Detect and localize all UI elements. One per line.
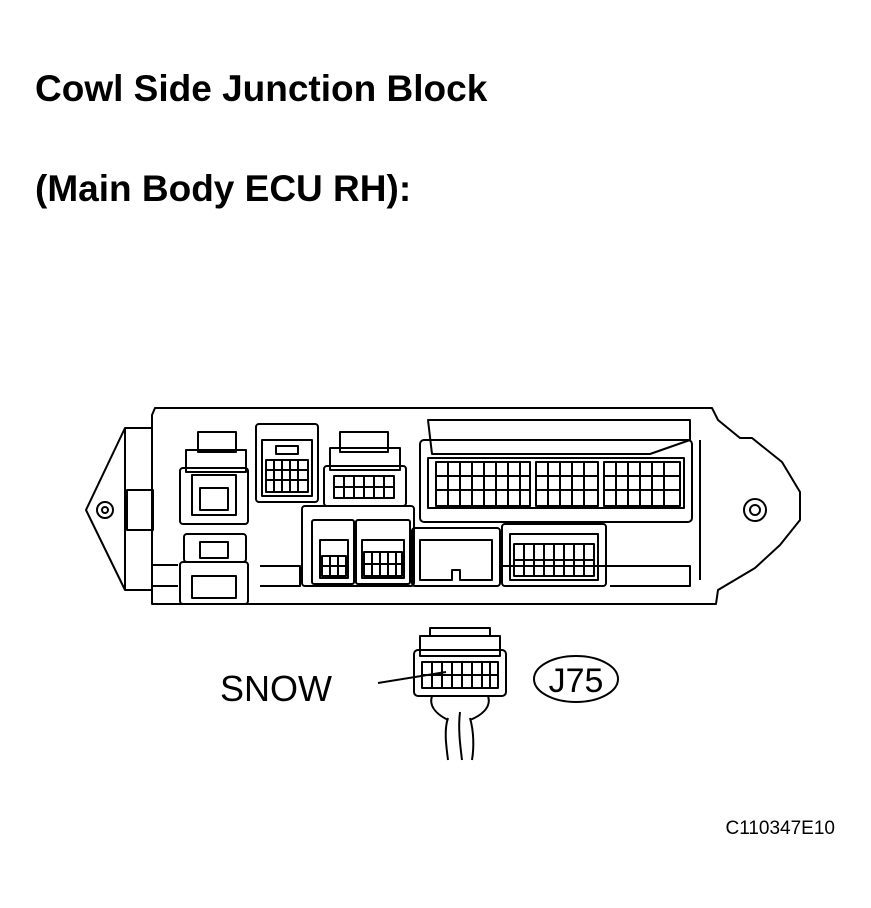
connector-upper-latched-grid bbox=[323, 431, 407, 507]
connector-lower-row-3 bbox=[411, 527, 501, 587]
connector-upper-small-grid bbox=[255, 423, 319, 503]
connector-label: SNOW bbox=[220, 668, 332, 709]
connector-left-upper bbox=[179, 431, 249, 525]
connector-large-multi-pin bbox=[419, 419, 693, 523]
connector-code: J75 bbox=[549, 662, 604, 700]
connector-code-oval bbox=[533, 655, 619, 703]
title-line-2: (Main Body ECU RH): bbox=[35, 168, 412, 209]
connector-lower-row-2 bbox=[355, 519, 411, 585]
title-line-1: Cowl Side Junction Block bbox=[35, 68, 488, 109]
connector-j75-detached bbox=[413, 627, 507, 761]
junction-block-housing bbox=[85, 407, 801, 605]
connector-lower-row-1 bbox=[301, 505, 415, 587]
connector-lower-row-4 bbox=[501, 523, 607, 587]
connector-left-lower bbox=[179, 533, 249, 605]
figure-code: C110347E10 bbox=[725, 818, 835, 839]
snow-leader-line bbox=[377, 671, 447, 684]
